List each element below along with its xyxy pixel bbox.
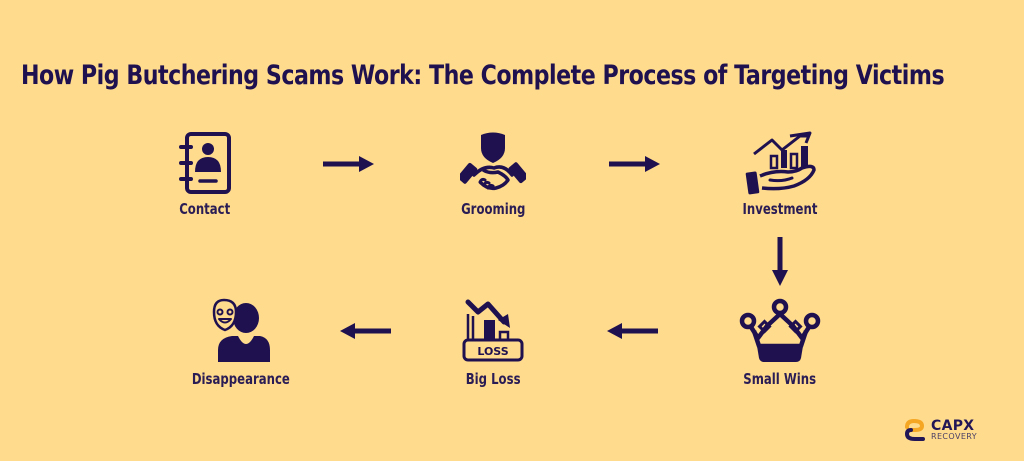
arrow-right-icon xyxy=(323,156,374,172)
step-grooming: Grooming xyxy=(413,130,573,218)
logo-sub: RECOVERY xyxy=(931,432,978,441)
person-mask-icon xyxy=(212,298,270,362)
step-contact: Contact xyxy=(125,130,285,218)
capx-logo-icon xyxy=(904,418,925,441)
step-disappearance: Disappearance xyxy=(161,298,321,388)
step-label-contact: Contact xyxy=(179,200,231,218)
crown-icon xyxy=(739,298,821,362)
arrow-left-1 xyxy=(606,322,658,345)
arrow-left-icon xyxy=(340,323,391,339)
hand-growth-chart-icon xyxy=(745,131,816,195)
arrow-left-2 xyxy=(339,322,391,345)
arrow-right-1 xyxy=(323,155,375,178)
arrow-down-1 xyxy=(771,237,789,292)
logo-brand: CAPX xyxy=(931,418,975,434)
arrow-down-icon xyxy=(772,237,788,286)
arrow-left-icon xyxy=(607,323,658,339)
arrow-right-icon xyxy=(609,156,660,172)
step-investment: Investment xyxy=(700,130,860,218)
page-title: How Pig Butchering Scams Work: The Compl… xyxy=(21,60,945,91)
step-label-disappearance: Disappearance xyxy=(191,370,291,388)
loss-icon-text: LOSS xyxy=(477,345,508,358)
contact-book-icon xyxy=(179,132,231,194)
step-big-loss: LOSS Big Loss xyxy=(413,298,573,388)
handshake-shield-icon xyxy=(460,132,526,191)
step-label-small-wins: Small Wins xyxy=(743,370,817,388)
step-label-grooming: Grooming xyxy=(460,200,526,218)
step-small-wins: Small Wins xyxy=(700,298,860,388)
arrow-right-2 xyxy=(609,155,661,178)
step-label-big-loss: Big Loss xyxy=(465,370,521,388)
capx-recovery-logo: CAPX RECOVERY xyxy=(903,418,977,442)
step-label-investment: Investment xyxy=(742,200,818,218)
loss-chart-icon: LOSS xyxy=(462,299,524,362)
